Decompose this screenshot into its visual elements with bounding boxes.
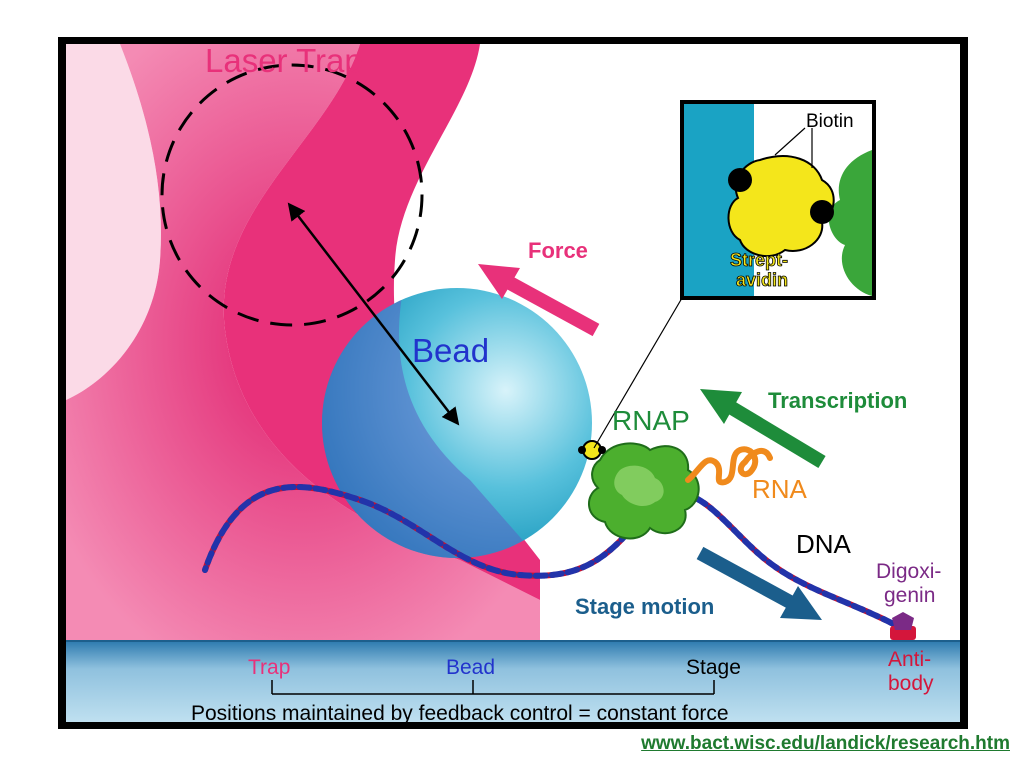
bottom-trap-label: Trap: [248, 656, 290, 679]
laser-trap-title: Laser Trap: [205, 42, 363, 79]
force-label: Force: [528, 238, 588, 263]
rnap-label: RNAP: [612, 405, 690, 436]
bottom-stage-label: Stage: [686, 656, 741, 679]
inset-rnap-surface: [828, 150, 872, 296]
antibody-label-2: body: [888, 672, 934, 695]
transcription-label: Transcription: [768, 388, 907, 413]
laser-beam: [66, 44, 540, 640]
antibody-label-1: Anti-: [888, 648, 931, 671]
inset-leader-line: [593, 297, 683, 449]
bead-label: Bead: [412, 332, 489, 369]
stage-bar: [66, 640, 960, 722]
displacement-arrow: [287, 202, 460, 426]
inset-streptavidin-label-1: Strept-: [730, 250, 788, 270]
digoxigenin-marker: [892, 612, 914, 630]
inset-streptavidin: [727, 155, 835, 258]
linker-biotin-left: [578, 446, 586, 454]
inset-biotin-label: Biotin: [806, 111, 854, 132]
inset-streptavidin-label-2: avidin: [736, 270, 788, 290]
feedback-caption: Positions maintained by feedback control…: [191, 702, 729, 725]
stage-motion-arrow: [696, 546, 822, 620]
source-url-link[interactable]: www.bact.wisc.edu/landick/research.htm: [641, 733, 1010, 754]
position-bracket: [271, 680, 715, 695]
laser-beam-left-glow: [66, 44, 161, 400]
transcription-arrow: [700, 389, 826, 469]
linker-biotin-right: [598, 446, 606, 454]
inset-zoom: [680, 100, 876, 300]
inset-biotin-dot-1: [728, 168, 752, 192]
dna-helix: [202, 483, 908, 633]
stage-motion-label: Stage motion: [575, 594, 714, 619]
digoxigenin-label-2: genin: [884, 584, 935, 607]
dna-label: DNA: [796, 529, 852, 559]
bottom-bead-label: Bead: [446, 656, 495, 679]
inset-biotin-dot-2: [810, 200, 834, 224]
rna-strand: [685, 446, 773, 486]
rna-label: RNA: [752, 474, 808, 504]
digoxigenin-label-1: Digoxi-: [876, 560, 941, 583]
rnap-highlight: [614, 465, 664, 506]
force-arrow: [478, 264, 600, 337]
